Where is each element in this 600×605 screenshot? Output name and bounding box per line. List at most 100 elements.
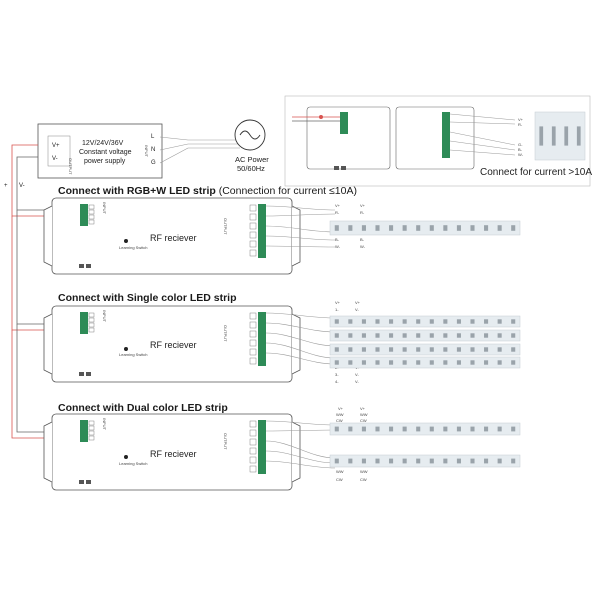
led-strip-body [329,329,521,342]
led-chip [484,319,489,324]
led-chip [334,319,339,324]
dual-label-cw: CW [336,418,343,423]
psu-line-2: Constant voltage [79,149,132,156]
led-chip [456,426,461,432]
status-led-2 [86,264,91,268]
led-chip [470,347,475,352]
output-side-label-3: OUTPUT [223,433,228,450]
led-chip [456,333,461,338]
output-screw [249,330,257,338]
led-chip [511,319,516,324]
led-chip [334,347,339,352]
led-chip [416,225,421,231]
inset-label-b: B- [518,147,523,152]
receiver-left-cap [43,421,53,483]
output-screw [249,249,257,257]
output-screw [249,447,257,455]
psu-line-1: 12V/24V/36V [82,140,124,147]
led-chip [361,225,366,231]
power-supply: 12V/24V/36V Constant voltage power suppl… [37,123,163,179]
led-chip [334,360,339,365]
output-screw [249,222,257,230]
output-screw [249,420,257,428]
rf-receiver-single [43,305,336,383]
learning-switch-button [124,455,128,459]
led-strip-body [329,454,521,468]
status-led-1 [79,480,84,484]
led-chip [389,333,394,338]
led-chip [402,225,407,231]
dual-label-cw-2: CW [336,477,343,482]
section-single-title: Connect with Single color LED strip [58,292,237,304]
inset-panel: V+ R- G- B- W- Connect for current >10A [284,95,592,187]
led-chip [402,347,407,352]
output-terminal [258,204,266,258]
input-side-label-3: INPUT [102,418,107,431]
output-screw [249,213,257,221]
led-chip [443,458,448,464]
ac-power-label: AC Power [235,155,269,164]
led-chip [361,347,366,352]
input-side-label-1: INPUT [102,202,107,215]
led-chip [361,458,366,464]
learning-switch-button [124,239,128,243]
led-chip [334,458,339,464]
input-screw [88,312,95,318]
rgbw-label-r: R- [335,210,340,215]
led-chip [484,347,489,352]
led-chip [497,360,502,365]
led-chip [470,458,475,464]
led-strip-rgbw [329,220,521,236]
output-screw [249,204,257,212]
status-led-2 [86,372,91,376]
single-label-r-vplus: V+ [355,300,361,305]
bus-plus-label: + [4,183,8,189]
output-screw [249,357,257,365]
led-strips-single [329,315,521,369]
psu-v-minus: V- [52,156,58,162]
single-label-vplus: V+ [335,300,341,305]
led-chip [429,319,434,324]
led-chip [456,319,461,324]
led-chip [416,426,421,432]
output-screw [249,240,257,248]
led-chip [484,426,489,432]
output-screw [249,312,257,320]
single-label-4: 4- [335,379,339,384]
single-label-r-vminus: V- [355,307,359,312]
ac-frequency-label: 50/60Hz [237,164,265,173]
rf-receiver-dual [43,413,336,491]
led-chip [511,333,516,338]
inset-terminal-out [442,112,450,158]
psu-input-label: INPUT [144,145,149,158]
inset-label-g: G- [518,142,523,147]
dual-label-r-cw-2: CW [360,477,367,482]
output-wire [265,235,336,241]
single-label-3: 3- [335,372,339,377]
led-chip [375,347,380,352]
led-chip [361,360,366,365]
inset-caption: Connect for current >10A [480,167,592,178]
led-chip [497,333,502,338]
receiver-right-cap [291,313,301,375]
led-chip [470,333,475,338]
output-wire [265,322,336,333]
single-label-1: 1- [335,307,339,312]
power-supply-box [37,123,163,179]
led-chip [402,333,407,338]
ac-power-symbol: AC Power 50/60Hz [234,119,269,173]
inset-label-vplus: V+ [518,117,524,122]
learning-switch-label-1: Learning Switch [119,245,147,250]
receiver-left-cap [43,313,53,375]
led-chip [348,333,353,338]
led-strip-body [329,356,521,369]
rgbw-label-vplus: V+ [335,203,341,208]
led-chip [443,319,448,324]
led-chip [389,319,394,324]
rf-receiver-label-1: RF reciever [150,233,197,243]
led-chip [348,347,353,352]
dual-label-ww-2: WW [336,469,344,474]
led-chip [456,360,461,365]
led-chip [429,347,434,352]
led-chip [429,458,434,464]
